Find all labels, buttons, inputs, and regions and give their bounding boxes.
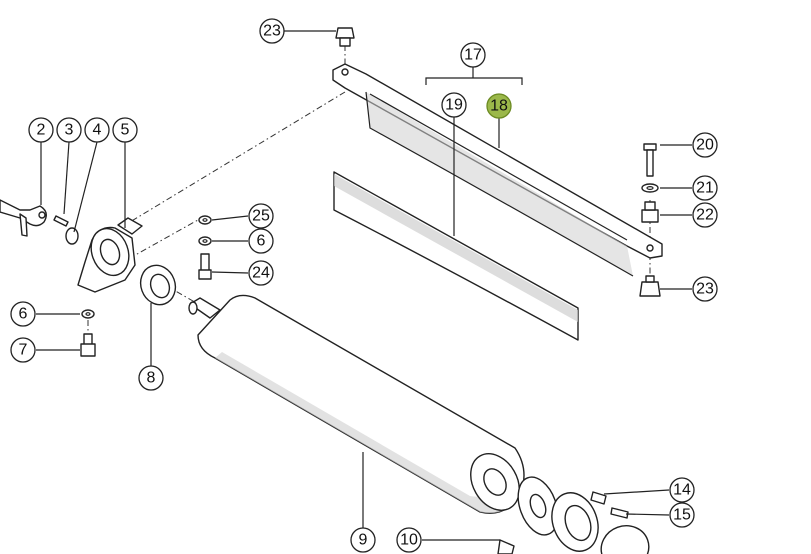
pin-part (53, 215, 69, 227)
callout-21: 21 (692, 175, 718, 201)
bushing-22 (641, 201, 659, 223)
callout-label: 19 (445, 97, 463, 114)
callout-17: 17 (460, 42, 486, 68)
callout-20: 20 (692, 132, 718, 158)
callout-label: 15 (673, 507, 691, 524)
callout-label: 6 (257, 233, 266, 250)
callout-24: 24 (248, 260, 274, 286)
bolt-24 (198, 253, 212, 280)
callout-label: 24 (252, 265, 270, 282)
callout-23-bottom: 23 (692, 276, 718, 302)
callout-6-lower: 6 (10, 301, 36, 327)
callout-label: 7 (19, 342, 28, 359)
callout-label: 18 (490, 98, 508, 115)
washer-21 (641, 183, 659, 193)
circlip-part (65, 227, 79, 245)
callout-label: 3 (65, 122, 74, 139)
main-roller (188, 294, 525, 514)
callout-label: 23 (696, 281, 714, 298)
nut-23-top (335, 27, 355, 47)
callout-label: 21 (696, 180, 714, 197)
cover-plate (332, 63, 663, 277)
callout-22: 22 (692, 202, 718, 228)
lever-part (0, 199, 47, 237)
bolt-20 (643, 143, 657, 177)
callout-19: 19 (441, 92, 467, 118)
washer-25 (198, 215, 212, 225)
part-10 (497, 539, 515, 554)
bearing-housing (77, 217, 143, 293)
bearing-ring (139, 264, 177, 306)
callout-14: 14 (669, 477, 695, 503)
bolt-7 (80, 333, 96, 357)
callout-5: 5 (112, 117, 138, 143)
callout-3: 3 (56, 117, 82, 143)
callout-label: 17 (464, 47, 482, 64)
callout-label: 23 (263, 23, 281, 40)
callout-6-upper: 6 (248, 228, 274, 254)
callout-15: 15 (669, 502, 695, 528)
callout-25: 25 (248, 203, 274, 229)
callout-label: 22 (696, 207, 714, 224)
callout-label: 5 (121, 122, 130, 139)
callout-23-top: 23 (259, 18, 285, 44)
drive-coupling (551, 492, 650, 554)
callout-label: 9 (359, 532, 368, 549)
clip-14 (590, 491, 607, 505)
callout-label: 25 (252, 208, 270, 225)
callout-18-highlighted[interactable]: 18 (486, 93, 512, 119)
callout-10: 10 (396, 527, 422, 553)
callout-8: 8 (138, 365, 164, 391)
drive-flange (517, 476, 559, 536)
callout-label: 8 (147, 370, 156, 387)
callout-2: 2 (28, 117, 54, 143)
nut-23-bottom (639, 275, 661, 297)
callout-label: 6 (19, 306, 28, 323)
leader-lines (36, 30, 692, 541)
callout-label: 4 (93, 122, 102, 139)
callout-label: 2 (37, 122, 46, 139)
screw-15 (610, 507, 629, 519)
callout-4: 4 (84, 117, 110, 143)
callout-9: 9 (350, 527, 376, 553)
callout-7: 7 (10, 337, 36, 363)
curved-shield (333, 171, 579, 341)
washer-6b (81, 309, 95, 319)
callout-label: 14 (673, 482, 691, 499)
callout-label: 10 (400, 532, 418, 549)
callout-label: 20 (696, 137, 714, 154)
washer-6a (198, 236, 212, 246)
